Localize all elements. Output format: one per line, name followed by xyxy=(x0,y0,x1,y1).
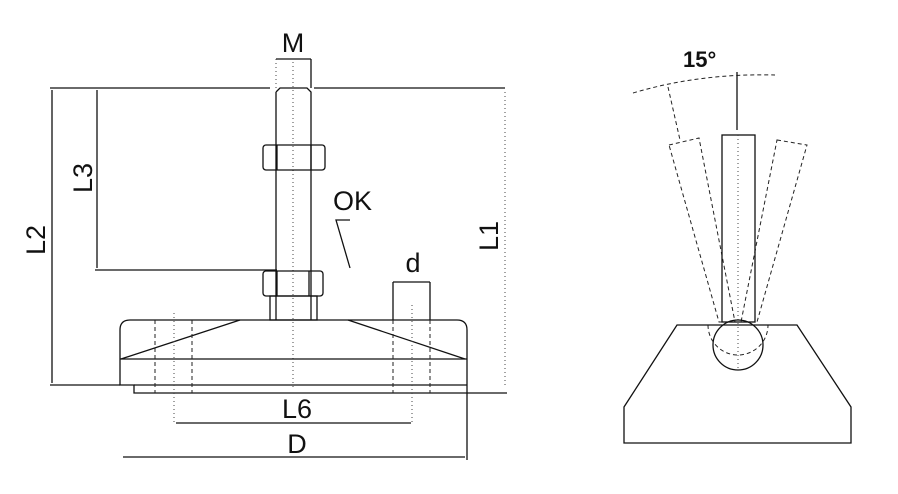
label-M: M xyxy=(282,28,305,58)
label-L3: L3 xyxy=(68,163,98,193)
upper-nut xyxy=(262,144,326,171)
label-d: d xyxy=(405,248,420,278)
side-view xyxy=(119,62,468,425)
rod-tilted-right xyxy=(740,139,808,323)
ball-joint xyxy=(712,319,764,371)
base-block xyxy=(623,324,852,444)
base-plate xyxy=(119,319,468,394)
rod-tilted-left xyxy=(668,137,736,323)
neck xyxy=(269,295,318,321)
label-L2: L2 xyxy=(21,225,51,255)
dimensions: M L3 L2 L1 OK d L6 D xyxy=(21,28,507,460)
label-angle: 15° xyxy=(683,47,716,72)
label-L6: L6 xyxy=(282,394,312,424)
label-L1: L1 xyxy=(474,221,504,251)
tilt-view: 15° xyxy=(623,47,852,444)
label-OK: OK xyxy=(333,186,372,216)
label-D: D xyxy=(287,429,307,459)
